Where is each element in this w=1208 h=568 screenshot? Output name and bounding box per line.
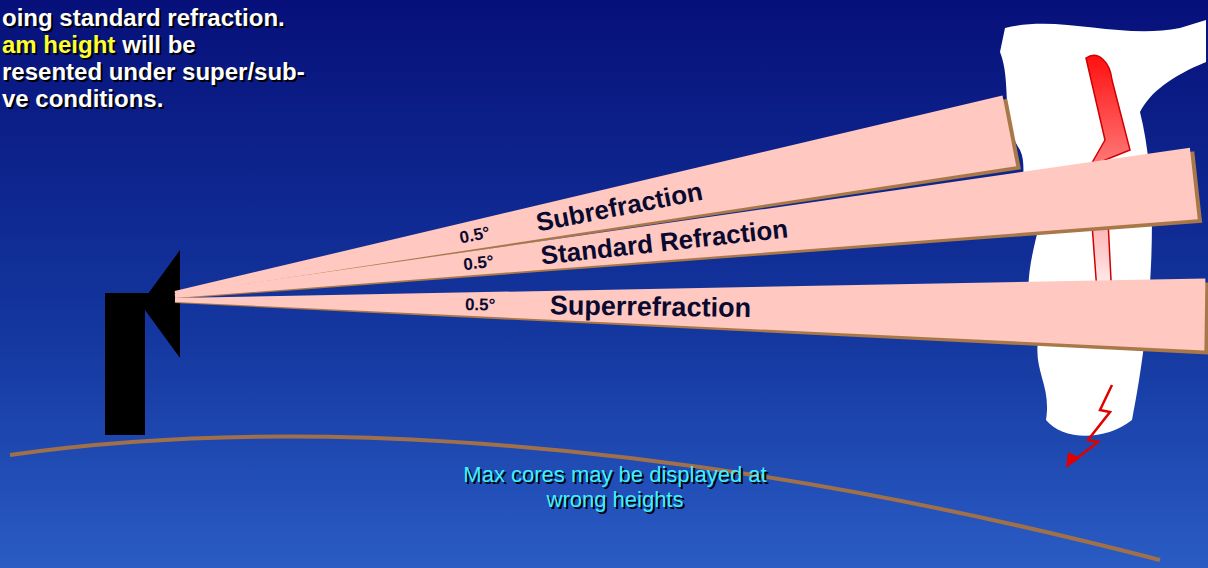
note-text: oing standard refraction. [2,4,285,32]
beam-name: Superrefraction [550,292,751,322]
note-text: resented under super/sub- [2,58,305,86]
note-text: am height [2,31,115,59]
radar-antenna [105,250,180,435]
note-text: ve conditions. [2,85,163,113]
storm-cloud [1000,20,1206,468]
radar-beam: 0.5° Superrefraction [174,255,1205,359]
note-text: will be [122,31,195,59]
elevation-angle: 0.5° [465,296,496,313]
ground-curve [10,437,1160,560]
caption-note: Max cores may be displayed at wrong heig… [455,462,775,513]
elevation-angle: 0.5° [462,252,494,272]
